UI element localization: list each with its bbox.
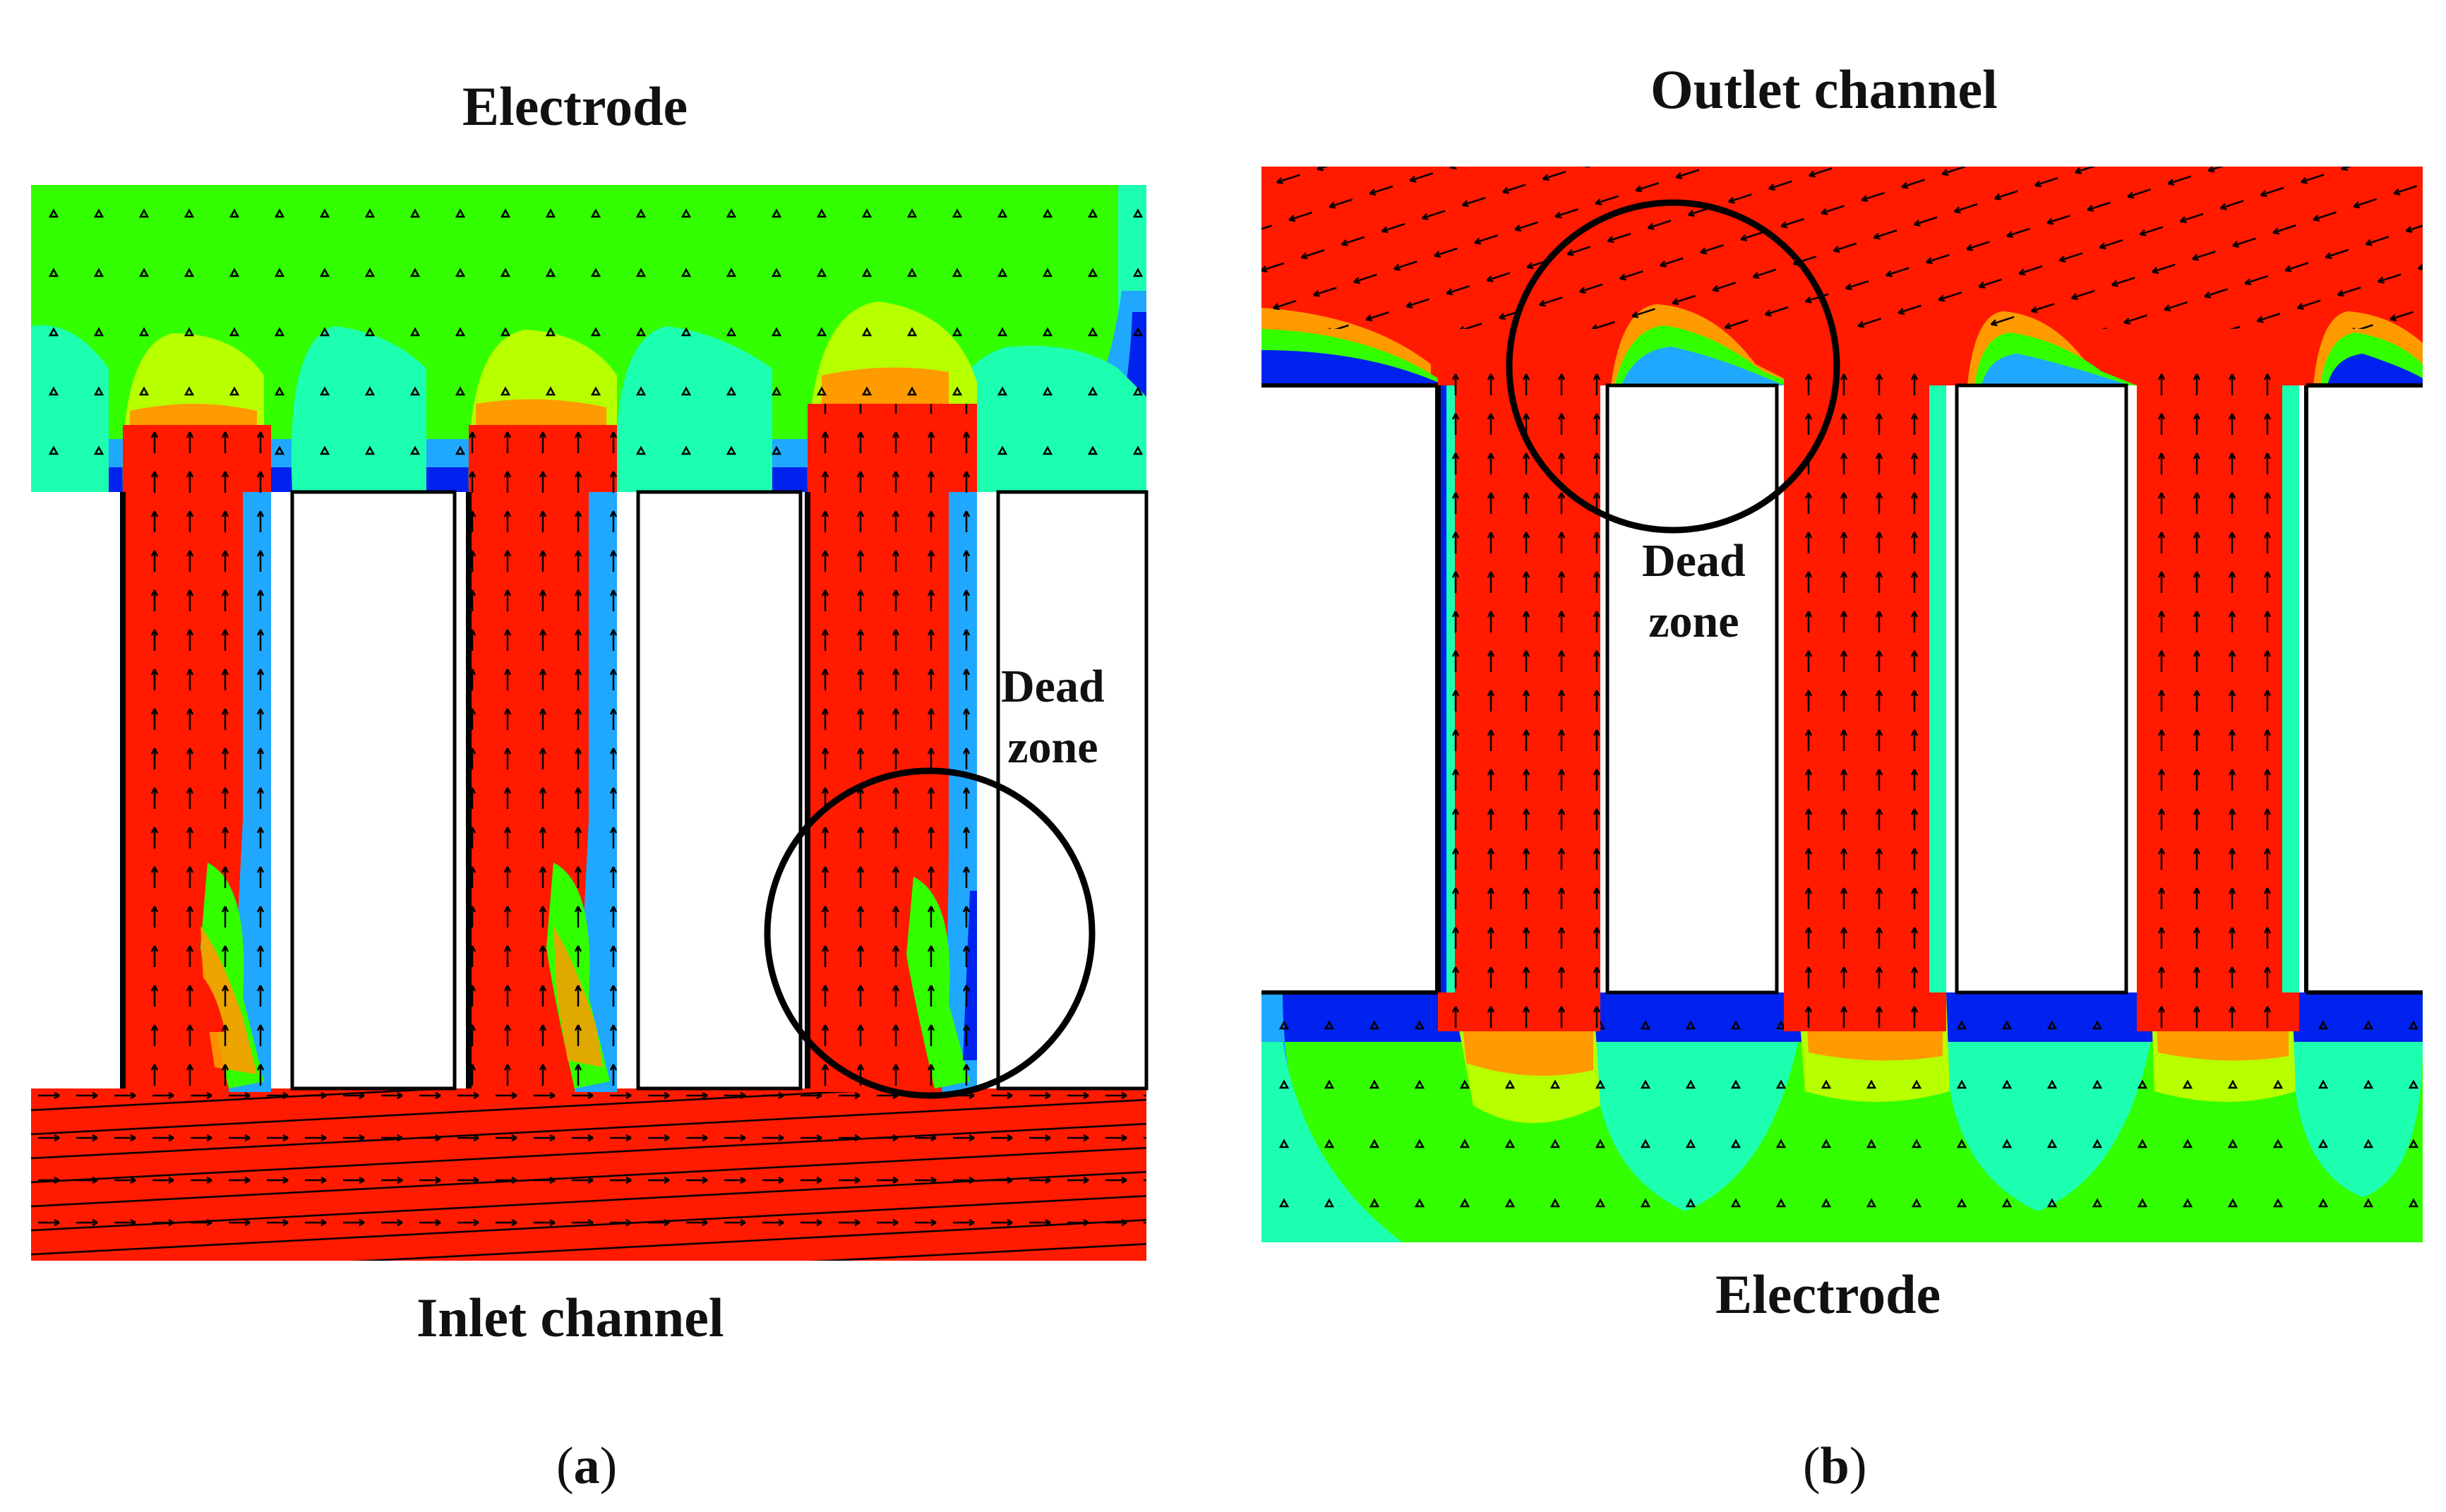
panel-b-flow-contour (1261, 167, 2423, 1242)
panel-a-inlet-label: Inlet channel (416, 1287, 724, 1348)
panel-a-channels (123, 404, 977, 1092)
panel-b-outlet-region (1261, 167, 2423, 385)
panel-a-caption: (a) (556, 1440, 617, 1492)
panel-b-electrode-region (1261, 992, 2423, 1242)
panel-a-dead-zone-line1: Dead (1001, 661, 1105, 712)
panel-b-caption: (b) (1803, 1440, 1866, 1492)
panel-b-electrode-label: Electrode (1715, 1264, 1941, 1325)
panel-b-pillars (1261, 383, 2423, 995)
panel-b-dead-zone-line2: zone (1648, 595, 1739, 647)
panel-a-pillars (31, 490, 1149, 1091)
panel-a-electrode-label: Electrode (462, 76, 688, 137)
panel-a-flow-contour (31, 185, 1149, 1261)
panel-a-caption-close: ) (599, 1437, 618, 1495)
panel-b-dead-zone-label: Dead zone (1642, 531, 1746, 652)
panel-b-dead-zone-circle (1506, 199, 1840, 534)
panel-b-caption-letter: b (1820, 1437, 1850, 1495)
panel-b-caption-close: ) (1849, 1437, 1867, 1495)
panel-b-channels (1438, 364, 2299, 1031)
panel-b-outlet-label: Outlet channel (1650, 59, 1998, 120)
panel-b-dead-zone-line1: Dead (1642, 535, 1746, 587)
panel-a-dead-zone-line2: zone (1007, 721, 1098, 773)
panel-a-dead-zone-label: Dead zone (1001, 656, 1105, 778)
panel-b-caption-open: ( (1803, 1437, 1821, 1495)
panel-a-dead-zone-circle (764, 767, 1096, 1099)
panel-a-caption-letter: a (573, 1437, 600, 1495)
panel-a-caption-open: ( (556, 1437, 574, 1495)
panel-a-inlet-region (31, 1088, 1146, 1261)
